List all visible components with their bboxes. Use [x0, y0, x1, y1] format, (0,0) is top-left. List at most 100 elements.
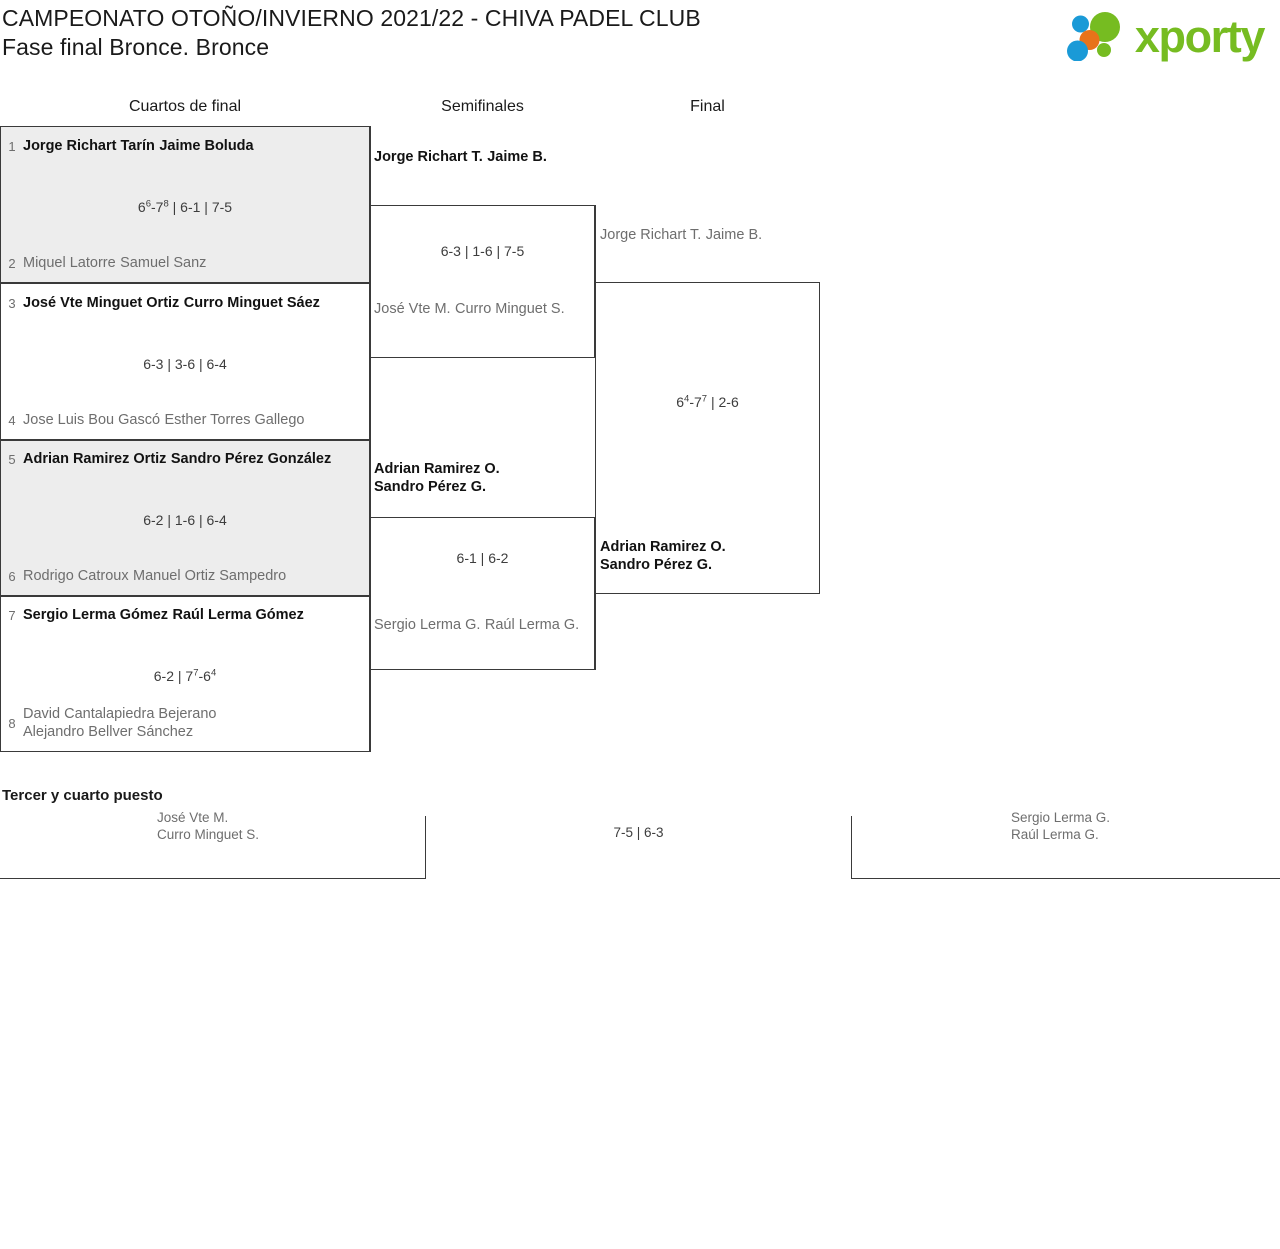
seed-number: 2 [8, 255, 16, 271]
team-names: Sergio Lerma G. Raúl Lerma G. [374, 616, 594, 634]
team-slot: 2 Miquel Latorre Samuel Sanz [1, 254, 369, 272]
team-slot: 7 Sergio Lerma Gómez Raúl Lerma Gómez [1, 606, 369, 624]
team-slot: 5 Adrian Ramirez Ortiz Sandro Pérez Gonz… [1, 450, 369, 468]
match-score: 64-77 | 2-6 [676, 393, 739, 410]
player-name: Sandro Pérez G. [374, 479, 487, 495]
third-place-bracket-right[interactable] [851, 816, 1280, 879]
team-names: Adrian Ramirez O. Sandro Pérez G. [374, 460, 594, 496]
match-quarterfinal-1[interactable]: 1 Jorge Richart Tarín Jaime Boluda 66-78… [0, 126, 370, 283]
player-name: José Vte Minguet Ortiz [23, 295, 180, 311]
team-slot: Sergio Lerma G. Raúl Lerma G. [1011, 809, 1110, 843]
team-slot: 6 Rodrigo Catroux Manuel Ortiz Sampedro [1, 567, 369, 585]
match-quarterfinal-3[interactable]: 5 Adrian Ramirez Ortiz Sandro Pérez Gonz… [0, 440, 370, 596]
seed-number: 5 [8, 451, 16, 467]
seed-number: 1 [8, 138, 16, 154]
player-name: Samuel Sanz [120, 255, 207, 271]
player-name: Raúl Lerma Gómez [172, 607, 304, 623]
team-names: Jose Luis Bou Gascó Esther Torres Galleg… [23, 411, 369, 429]
match-score: 6-2 | 1-6 | 6-4 [143, 512, 227, 528]
xporty-logo[interactable]: xporty [1066, 8, 1266, 64]
player-name: Jaime Boluda [159, 138, 254, 154]
round-header-final: Final [690, 98, 725, 115]
team-slot: Sergio Lerma G. Raúl Lerma G. [374, 616, 594, 634]
bracket-connector [370, 358, 371, 440]
team-names: Adrian Ramirez O. Sandro Pérez G. [600, 538, 820, 574]
player-name: Adrian Ramirez O. [374, 461, 500, 477]
seed-number: 4 [8, 412, 16, 428]
bracket-connector [595, 205, 596, 282]
bracket-connector [370, 440, 371, 517]
team-slot: Adrian Ramirez O. Sandro Pérez G. [600, 538, 820, 574]
match-final[interactable]: 64-77 | 2-6 [595, 282, 820, 594]
phase-name: Fase final Bronce. Bronce [2, 34, 270, 60]
logo-dots-icon [1066, 12, 1120, 61]
team-names: Miquel Latorre Samuel Sanz [23, 254, 369, 272]
team-names: Adrian Ramirez Ortiz Sandro Pérez Gonzál… [23, 450, 369, 468]
team-names: José Vte Minguet Ortiz Curro Minguet Sáe… [23, 294, 369, 312]
team-slot: José Vte M. Curro Minguet S. [157, 809, 259, 843]
team-slot: Jorge Richart T. Jaime B. [374, 148, 594, 166]
team-slot: Adrian Ramirez O. Sandro Pérez G. [374, 460, 594, 496]
round-header-quarterfinals: Cuartos de final [128, 98, 242, 115]
team-names: Sergio Lerma Gómez Raúl Lerma Gómez [23, 606, 369, 624]
third-place-bracket-left[interactable] [0, 816, 426, 879]
player-name: Alejandro Bellver Sánchez [23, 724, 194, 740]
seed-number: 3 [8, 295, 16, 311]
match-score: 6-3 | 3-6 | 6-4 [143, 356, 227, 372]
seed-number: 6 [8, 568, 16, 584]
player-name: Curro Minguet S. [455, 301, 565, 317]
player-name: David Cantalapiedra Bejerano [23, 706, 217, 722]
match-score: 6-1 | 6-2 [456, 550, 509, 566]
player-name: Jorge Richart T. [600, 227, 702, 243]
seed-number: 7 [8, 607, 16, 623]
team-names: Jorge Richart T. Jaime B. [600, 226, 820, 244]
match-semifinal-1[interactable]: 6-3 | 1-6 | 7-5 [370, 205, 595, 358]
tournament-name: CAMPEONATO OTOÑO/INVIERNO 2021/22 - CHIV… [2, 5, 701, 31]
round-header-semifinals: Semifinales [441, 98, 524, 115]
player-name: Sergio Lerma G. [1011, 810, 1111, 825]
third-place-section: Tercer y cuarto puesto José Vte M. Curro… [0, 786, 1280, 906]
team-names: José Vte M. Curro Minguet S. [374, 300, 594, 318]
team-slot: 3 José Vte Minguet Ortiz Curro Minguet S… [1, 294, 369, 312]
match-score: 6-2 | 77-64 [153, 667, 217, 684]
bracket-connector [370, 670, 371, 752]
player-name: Jorge Richart Tarín [23, 138, 155, 154]
player-name: Rodrigo Catroux [23, 568, 129, 584]
team-slot: 8 David Cantalapiedra Bejerano Alejandro… [1, 705, 369, 741]
player-name: Curro Minguet Sáez [183, 295, 320, 311]
match-score: 66-78 | 6-1 | 7-5 [137, 198, 233, 215]
team-names: David Cantalapiedra Bejerano Alejandro B… [23, 705, 369, 741]
team-names: Jorge Richart T. Jaime B. [374, 148, 594, 166]
third-place-title: Tercer y cuarto puesto [2, 787, 163, 804]
player-name: Raúl Lerma G. [1011, 827, 1099, 842]
player-name: José Vte M. [157, 810, 229, 825]
team-names: Rodrigo Catroux Manuel Ortiz Sampedro [23, 567, 369, 585]
player-name: Adrian Ramirez Ortiz [23, 451, 167, 467]
page-title: CAMPEONATO OTOÑO/INVIERNO 2021/22 - CHIV… [2, 4, 902, 62]
player-name: Esther Torres Gallego [164, 412, 305, 428]
player-name: Jorge Richart T. [374, 149, 483, 165]
player-name: Sandro Pérez G. [600, 557, 713, 573]
team-names: Jorge Richart Tarín Jaime Boluda [23, 137, 369, 155]
bracket-connector [595, 594, 596, 670]
player-name: Miquel Latorre [23, 255, 116, 271]
logo-wordmark: xporty [1134, 10, 1266, 62]
match-quarterfinal-4[interactable]: 7 Sergio Lerma Gómez Raúl Lerma Gómez 6-… [0, 596, 370, 752]
player-name: Sergio Lerma G. [374, 617, 481, 633]
match-score: 6-3 | 1-6 | 7-5 [440, 243, 525, 259]
match-semifinal-2[interactable]: 6-1 | 6-2 [370, 517, 595, 670]
player-name: Raúl Lerma G. [484, 617, 580, 633]
team-slot: 4 Jose Luis Bou Gascó Esther Torres Gall… [1, 411, 369, 429]
team-slot: Jorge Richart T. Jaime B. [600, 226, 820, 244]
seed-number: 8 [8, 715, 16, 731]
player-name: José Vte M. [374, 301, 451, 317]
match-quarterfinal-2[interactable]: 3 José Vte Minguet Ortiz Curro Minguet S… [0, 283, 370, 440]
player-name: Jaime B. [705, 227, 763, 243]
player-name: Jaime B. [487, 149, 547, 165]
tournament-bracket: 1 Jorge Richart Tarín Jaime Boluda 66-78… [0, 126, 820, 752]
third-place-score: 7-5 | 6-3 [613, 825, 664, 840]
player-name: Manuel Ortiz Sampedro [133, 568, 287, 584]
team-slot: José Vte M. Curro Minguet S. [374, 300, 594, 318]
player-name: Sergio Lerma Gómez [23, 607, 169, 623]
player-name: Adrian Ramirez O. [600, 539, 726, 555]
